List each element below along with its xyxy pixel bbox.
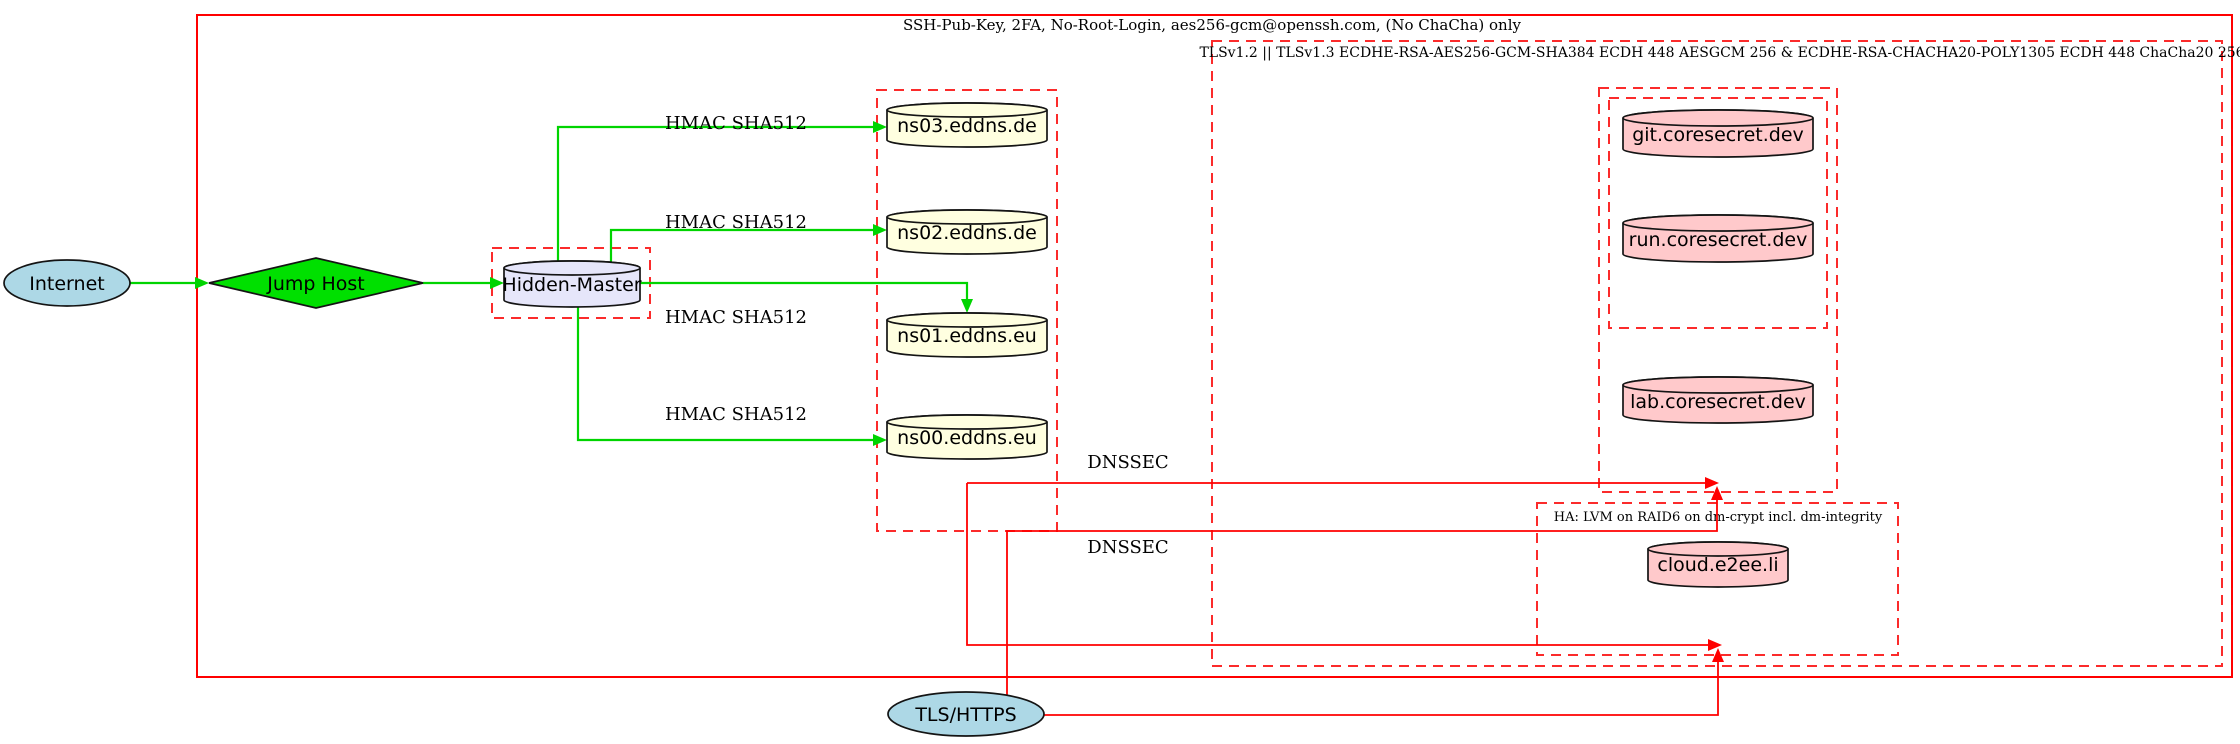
cluster-dns-box <box>876 89 1058 532</box>
ns03-label: ns03.eddns.de <box>897 115 1037 137</box>
node-cloud: cloud.e2ee.li <box>1647 541 1789 588</box>
cloud-label: cloud.e2ee.li <box>1657 554 1778 576</box>
edge-dnssec-to-ha <box>966 483 1708 646</box>
arrowhead-ns01 <box>961 299 973 313</box>
arrowhead-dnssec-coresecret <box>1705 477 1719 489</box>
cluster-ssh-box <box>196 14 2233 678</box>
node-ns03: ns03.eddns.de <box>886 102 1048 148</box>
lab-cylinder-top <box>1622 376 1814 394</box>
cluster-gitrun-box <box>1608 97 1828 329</box>
arrowhead-ns00 <box>873 434 887 446</box>
hidden-master-label: Hidden-Master <box>502 274 641 296</box>
edge-label-dnssec-1: DNSSEC <box>1087 452 1168 473</box>
tls-https-ellipse <box>887 691 1045 737</box>
edge-hm-ns02 <box>609 228 874 262</box>
node-ns00: ns00.eddns.eu <box>886 414 1048 460</box>
edge-hm-ns03 <box>556 125 874 262</box>
jump-host-label: Jump Host <box>266 273 365 295</box>
arrowhead-tls-ha <box>1712 648 1724 662</box>
internet-label: Internet <box>29 273 104 295</box>
cluster-ha-label: HA: LVM on RAID6 on dm-crypt incl. dm-in… <box>1554 510 1883 525</box>
node-ns02: ns02.eddns.de <box>886 209 1048 255</box>
arrowhead-hiddenmaster <box>490 277 504 289</box>
git-label: git.coresecret.dev <box>1632 124 1804 146</box>
ns01-label: ns01.eddns.eu <box>897 325 1037 347</box>
edge-hm-ns01 <box>640 281 969 300</box>
edge-label-hmac-ns01: HMAC SHA512 <box>665 307 807 328</box>
node-jump-host: Jump Host <box>208 257 424 309</box>
ns03-cylinder-top <box>886 102 1048 118</box>
run-cylinder-top <box>1622 214 1814 232</box>
arrowhead-ns02 <box>873 224 887 236</box>
hidden-master-cylinder-top <box>503 260 641 276</box>
edge-label-hmac-ns00: HMAC SHA512 <box>665 404 807 425</box>
ns02-cylinder-top <box>886 209 1048 225</box>
git-cylinder-top <box>1622 109 1814 127</box>
lab-label: lab.coresecret.dev <box>1630 391 1806 413</box>
arrowhead-ns03 <box>873 121 887 133</box>
cluster-coresecret-box <box>1598 87 1838 493</box>
cloud-cylinder-top <box>1647 541 1789 557</box>
ns02-label: ns02.eddns.de <box>897 222 1037 244</box>
node-tls-https: TLS/HTTPS <box>887 691 1045 737</box>
edge-hm-ns00 <box>576 306 874 442</box>
edge-tls-to-coresecret <box>1006 500 1718 695</box>
run-label: run.coresecret.dev <box>1629 229 1808 251</box>
ns00-label: ns00.eddns.eu <box>897 427 1037 449</box>
cluster-tls-label: TLSv1.2 || TLSv1.3 ECDHE-RSA-AES256-GCM-… <box>1199 45 2240 61</box>
tls-https-label: TLS/HTTPS <box>914 704 1016 726</box>
ns00-cylinder-top <box>886 414 1048 430</box>
node-hidden-master: Hidden-Master <box>502 260 642 308</box>
node-ns01: ns01.eddns.eu <box>886 312 1048 358</box>
arrowhead-jumphost <box>195 277 209 289</box>
edge-label-hmac-ns03: HMAC SHA512 <box>665 113 807 134</box>
edge-tls-to-ha <box>1044 662 1719 716</box>
ns01-cylinder-top <box>886 312 1048 328</box>
edge-label-hmac-ns02: HMAC SHA512 <box>665 212 807 233</box>
node-lab: lab.coresecret.dev <box>1622 376 1814 424</box>
node-internet: Internet <box>3 259 131 307</box>
jump-host-diamond <box>208 257 424 309</box>
cluster-ssh-label: SSH-Pub-Key, 2FA, No-Root-Login, aes256-… <box>903 16 1522 34</box>
node-git: git.coresecret.dev <box>1622 109 1814 158</box>
edge-label-dnssec-2: DNSSEC <box>1087 537 1168 558</box>
internet-ellipse <box>3 259 131 307</box>
arrowhead-tls-coresecret <box>1711 486 1723 500</box>
arrowhead-dnssec-ha <box>1708 639 1722 651</box>
node-run: run.coresecret.dev <box>1622 214 1814 263</box>
